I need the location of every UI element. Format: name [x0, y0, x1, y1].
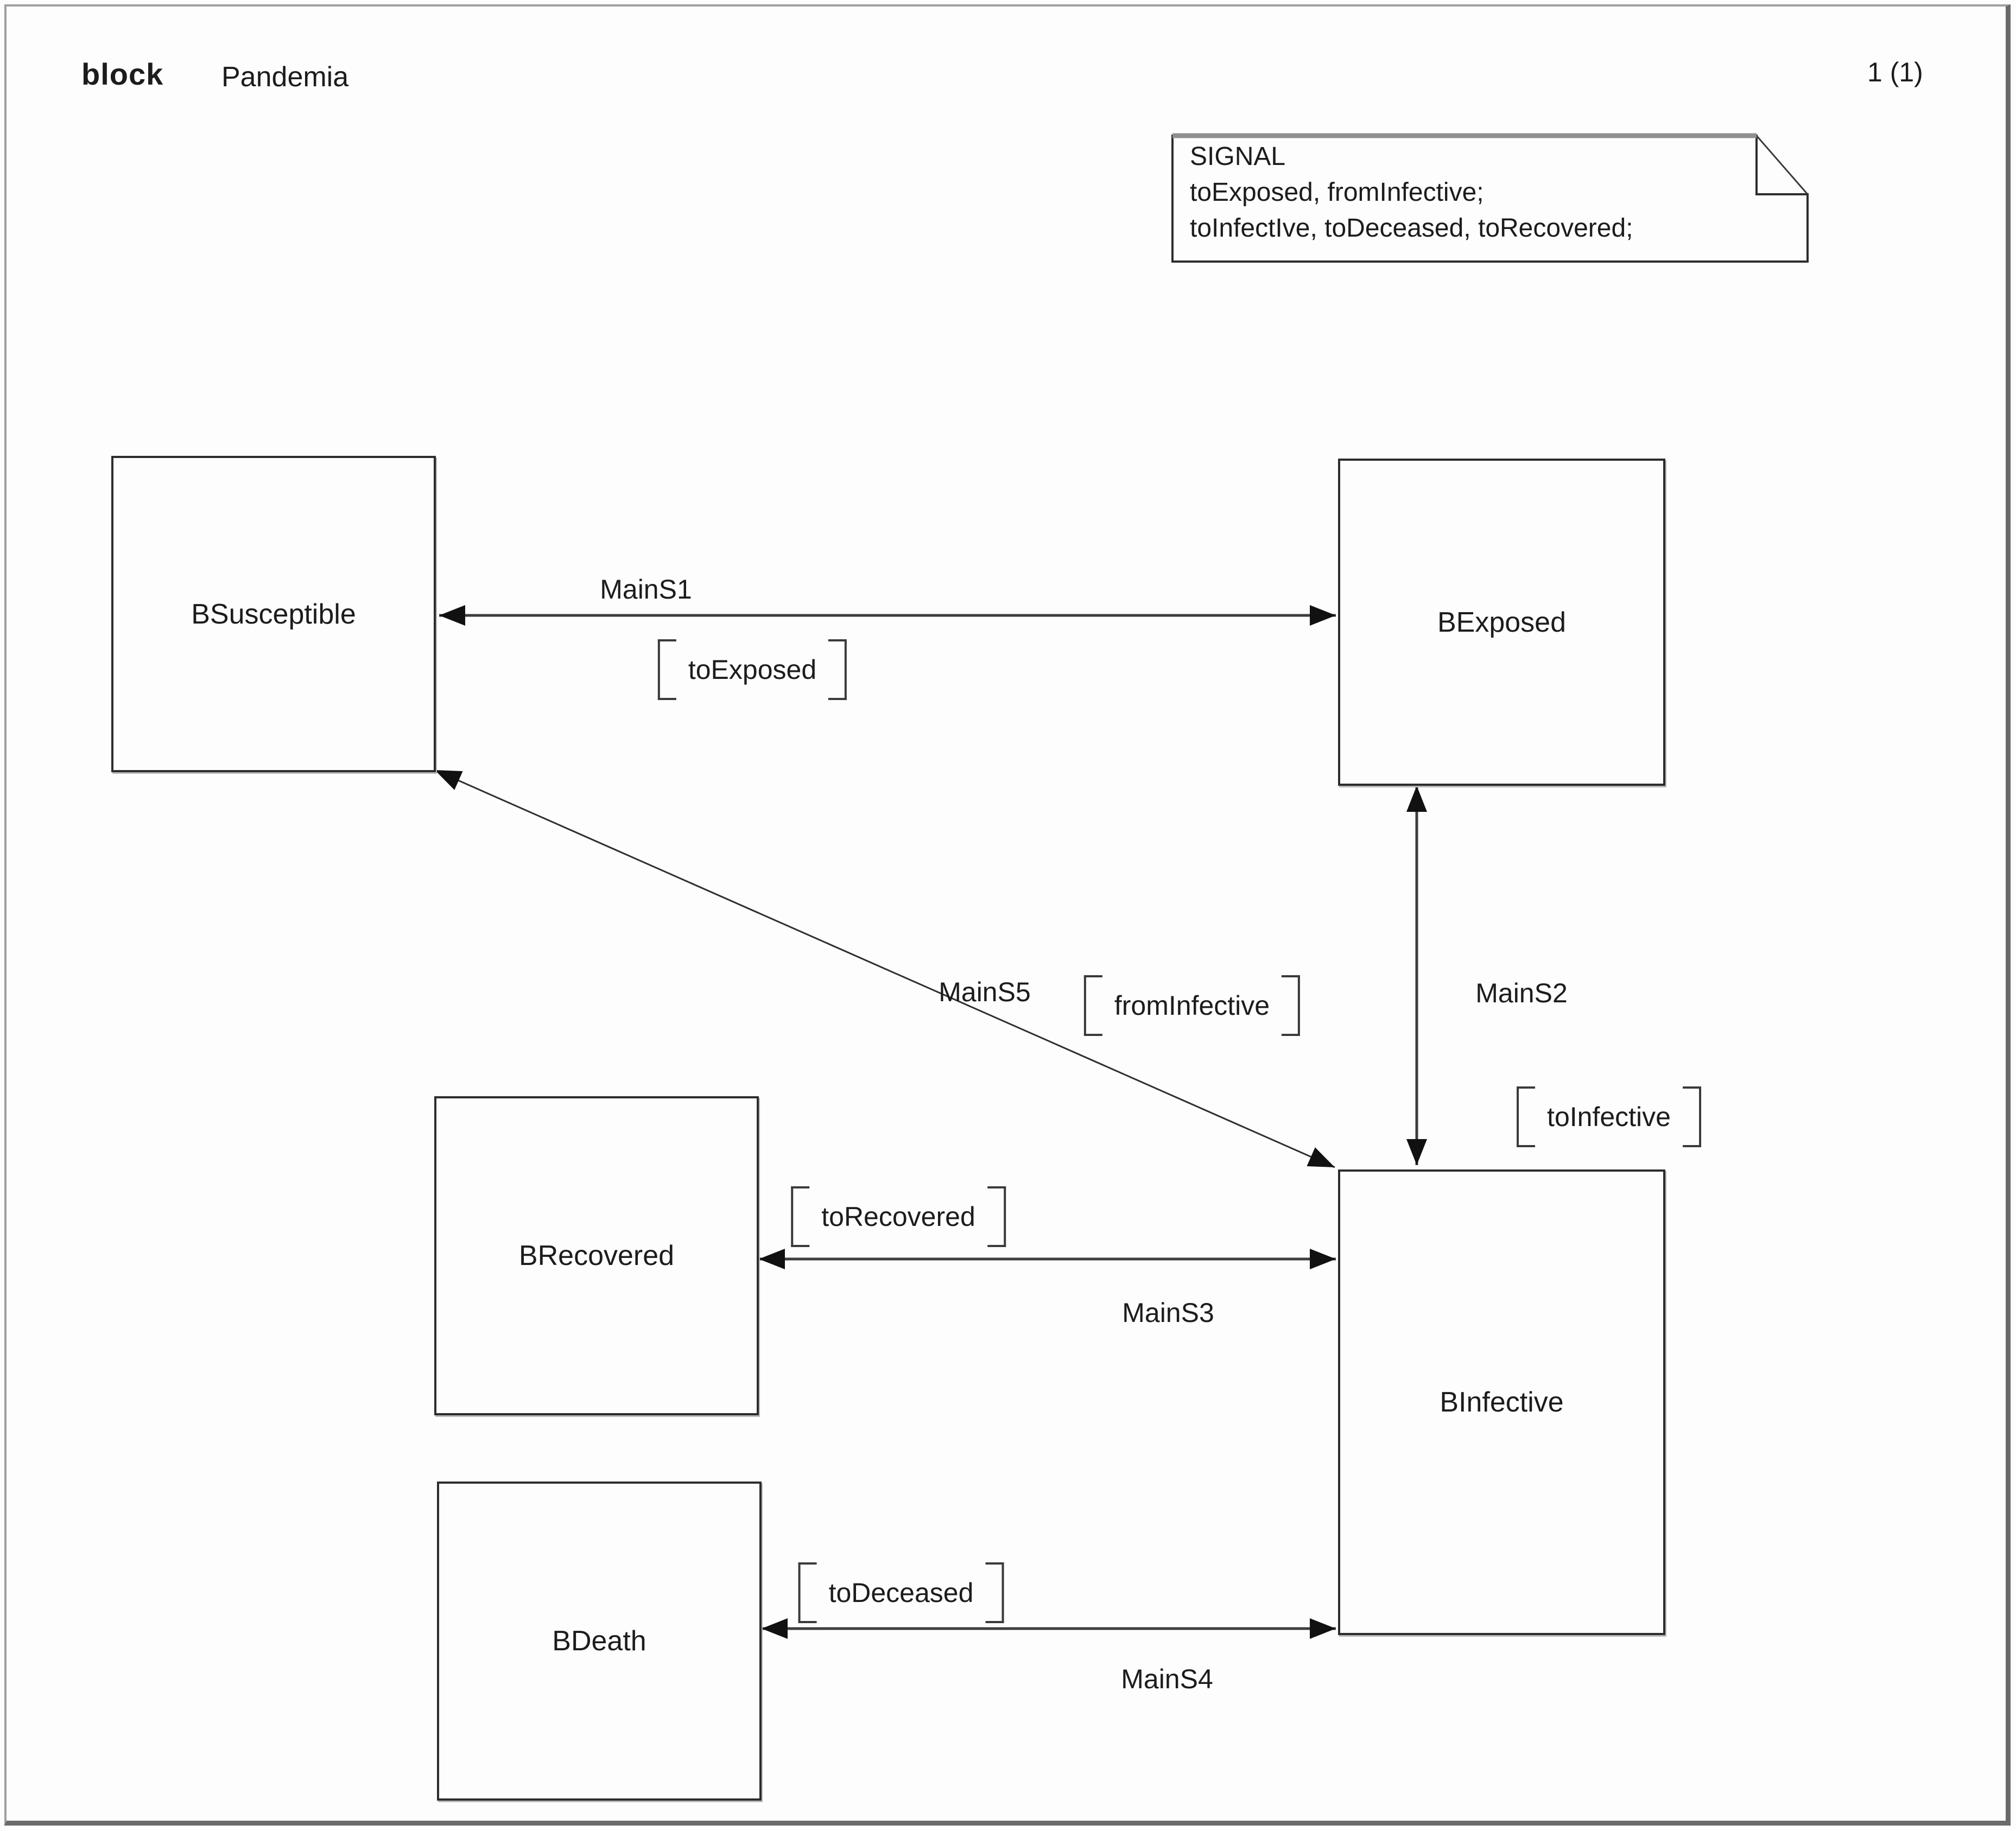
signal-note-shape[interactable]: [1171, 133, 1809, 263]
block-bdeath[interactable]: BDeath: [437, 1482, 762, 1801]
block-label: BInfective: [1440, 1387, 1564, 1418]
signal-list-todeceased[interactable]: toDeceased: [798, 1562, 1004, 1623]
channel-name-mains2[interactable]: MainS2: [1475, 978, 1568, 1008]
signal-list-frominfective[interactable]: fromInfective: [1083, 975, 1301, 1036]
block-binfective[interactable]: BInfective: [1338, 1169, 1665, 1635]
diagram-kind-label: block: [81, 57, 164, 91]
left-bracket-icon: [657, 639, 676, 700]
signal-list-toinfective[interactable]: toInfective: [1517, 1086, 1701, 1147]
right-bracket-icon: [1682, 1086, 1701, 1147]
right-bracket-icon: [987, 1186, 1006, 1247]
signal-note-line: toExposed, fromInfective;: [1190, 178, 1484, 207]
channel-name-mains4[interactable]: MainS4: [1121, 1664, 1213, 1694]
signal-note-line: SIGNAL: [1190, 142, 1286, 171]
signal-list-text: toExposed: [688, 654, 817, 685]
signal-list-text: fromInfective: [1114, 990, 1270, 1021]
right-bracket-icon: [985, 1562, 1004, 1623]
right-bracket-icon: [828, 639, 847, 700]
signal-list-text: toInfective: [1547, 1102, 1671, 1132]
left-bracket-icon: [798, 1562, 817, 1623]
signal-list-text: toDeceased: [828, 1578, 974, 1608]
block-brecovered[interactable]: BRecovered: [434, 1096, 759, 1415]
signal-list-toexposed[interactable]: toExposed: [657, 639, 847, 700]
block-label: BExposed: [1437, 606, 1567, 638]
left-bracket-icon: [1083, 975, 1102, 1036]
left-bracket-icon: [791, 1186, 810, 1247]
channel-line-mains5[interactable]: [434, 769, 1335, 1168]
diagram-title: Pandemia: [221, 61, 349, 93]
block-label: BSusceptible: [191, 598, 356, 630]
channel-name-mains3[interactable]: MainS3: [1122, 1298, 1214, 1328]
block-label: BRecovered: [518, 1240, 675, 1271]
block-label: BDeath: [552, 1625, 646, 1657]
signal-list-torecovered[interactable]: toRecovered: [791, 1186, 1006, 1247]
block-bexposed[interactable]: BExposed: [1338, 459, 1665, 786]
signal-list-text: toRecovered: [821, 1201, 975, 1232]
channel-name-mains5[interactable]: MainS5: [939, 977, 1031, 1007]
page-number: 1 (1): [1867, 57, 1923, 87]
block-bsusceptible[interactable]: BSusceptible: [111, 456, 436, 772]
right-bracket-icon: [1282, 975, 1301, 1036]
signal-note-text[interactable]: SIGNAL toExposed, fromInfective; toInfec…: [1190, 139, 1633, 246]
left-bracket-icon: [1517, 1086, 1536, 1147]
channel-name-mains1[interactable]: MainS1: [600, 574, 692, 605]
signal-note-line: toInfectIve, toDeceased, toRecovered;: [1190, 214, 1633, 243]
